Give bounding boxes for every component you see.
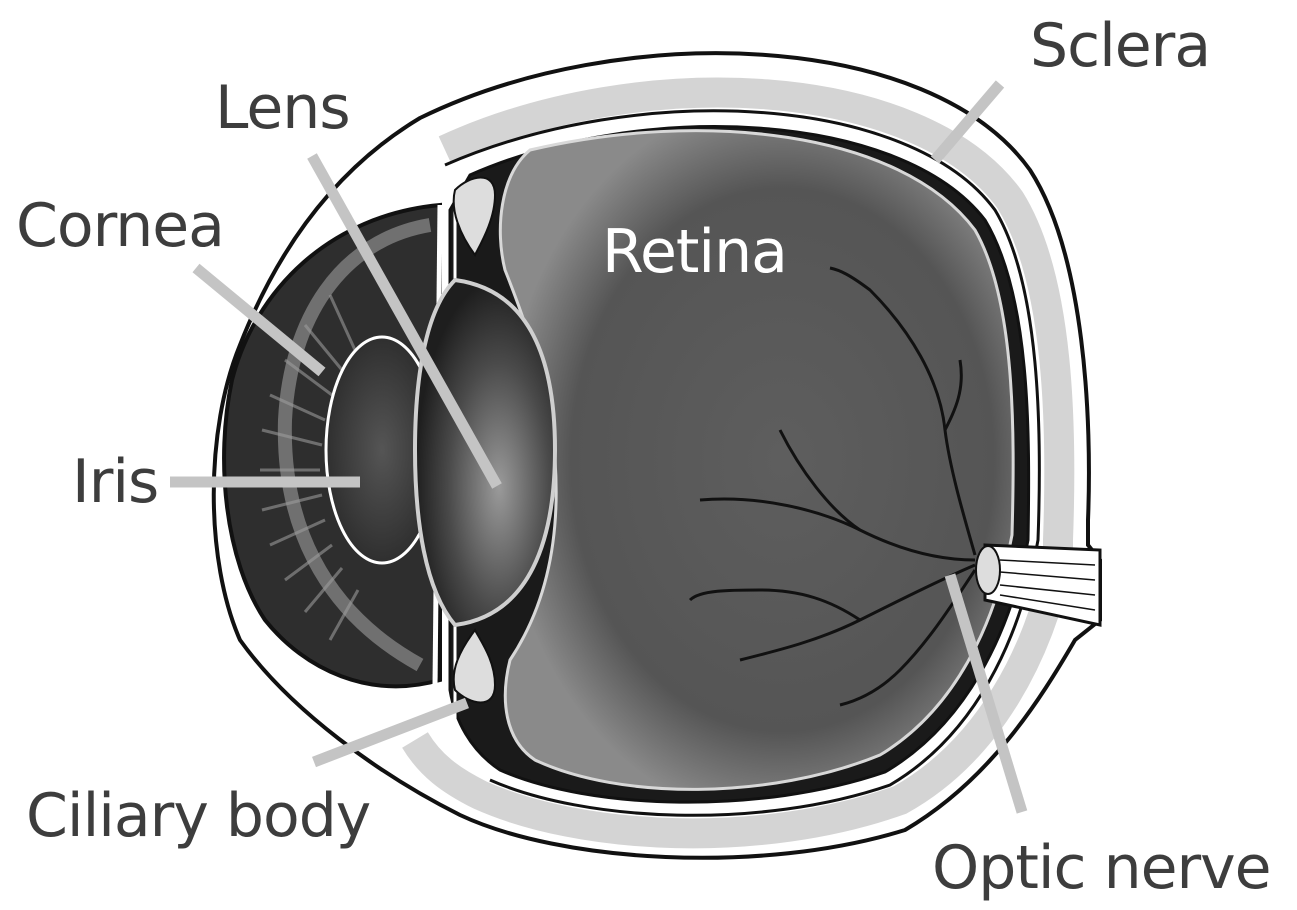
label-lens: Lens — [215, 78, 350, 138]
label-retina: Retina — [602, 222, 787, 282]
label-optic-nerve: Optic nerve — [932, 838, 1271, 898]
label-iris: Iris — [72, 452, 158, 512]
optic-disc — [976, 546, 1000, 594]
label-ciliary-body: Ciliary body — [26, 786, 370, 846]
label-sclera: Sclera — [1030, 16, 1210, 76]
label-cornea: Cornea — [16, 196, 224, 256]
